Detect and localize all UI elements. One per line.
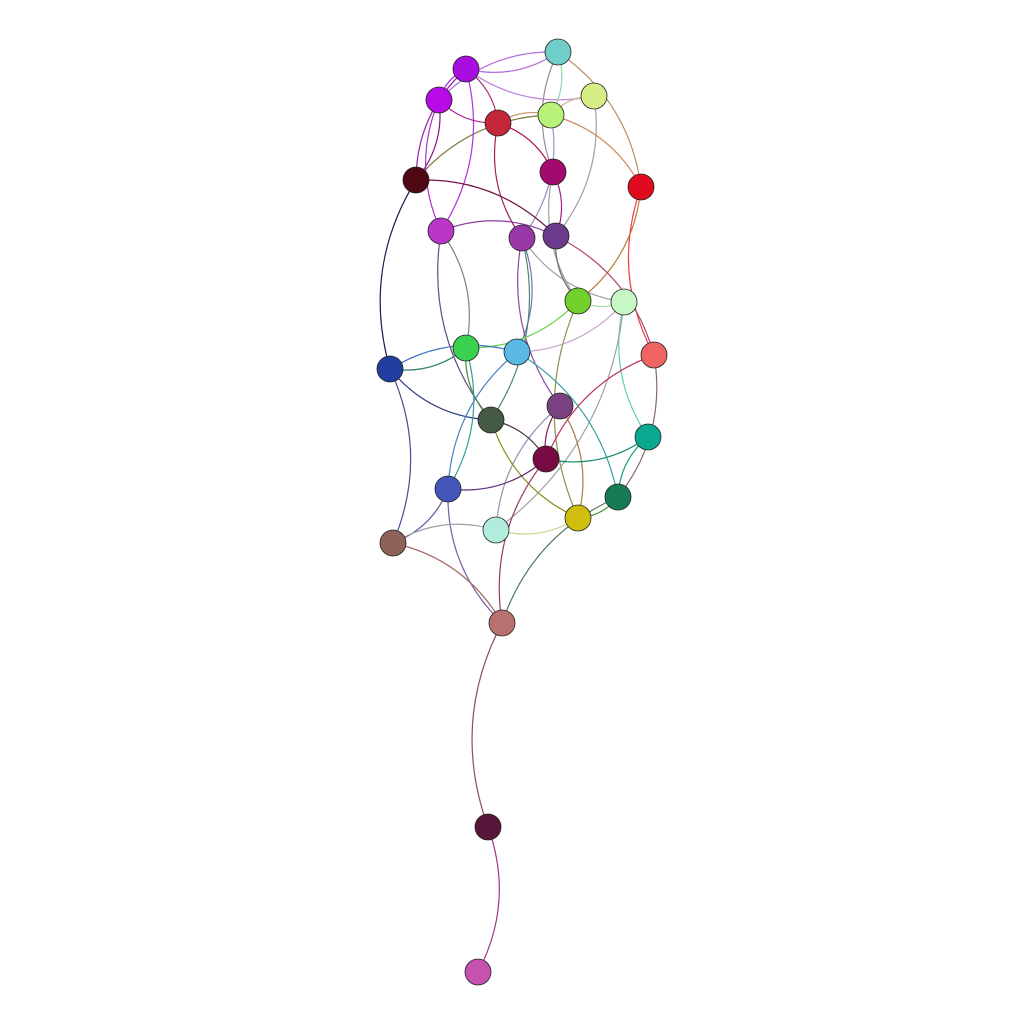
- node-n3[interactable]: [425, 86, 453, 114]
- node-n6[interactable]: [484, 109, 512, 137]
- node-n26[interactable]: [482, 516, 510, 544]
- edge-n19-n26: [495, 405, 561, 531]
- node-n5[interactable]: [537, 101, 565, 129]
- node-n13[interactable]: [564, 287, 592, 315]
- node-n20[interactable]: [477, 406, 505, 434]
- edge-n3-n10: [424, 99, 442, 232]
- node-n29[interactable]: [474, 813, 502, 841]
- node-n12[interactable]: [542, 222, 570, 250]
- node-n14[interactable]: [610, 288, 638, 316]
- edge-n8-n15: [627, 186, 655, 356]
- edge-layer: [379, 51, 658, 973]
- edge-n6-n11: [493, 122, 523, 239]
- edge-n20-n25: [490, 419, 579, 519]
- edge-n15-n22: [545, 354, 655, 460]
- node-n19[interactable]: [546, 392, 574, 420]
- edge-n11-n18: [516, 237, 533, 353]
- edge-n16-n18: [389, 344, 518, 370]
- edge-n14-n18: [516, 301, 625, 353]
- edge-n9-n16: [379, 179, 417, 370]
- edge-n11-n20: [490, 237, 531, 421]
- node-n28[interactable]: [488, 609, 516, 637]
- edge-n2-n10: [440, 68, 475, 232]
- edge-n11-n14: [521, 237, 625, 303]
- node-n1[interactable]: [544, 38, 572, 66]
- node-n25[interactable]: [564, 504, 592, 532]
- edge-n5-n9: [415, 114, 552, 181]
- edge-n18-n23: [447, 351, 518, 490]
- node-n17[interactable]: [452, 334, 480, 362]
- edge-n13-n17: [465, 300, 579, 349]
- edge-n29-n30: [477, 826, 500, 973]
- edge-n24-n28: [501, 496, 619, 624]
- edge-n14-n26: [495, 301, 625, 531]
- edge-n26-n27: [392, 523, 497, 544]
- edge-n2-n4: [465, 68, 595, 101]
- node-n10[interactable]: [427, 217, 455, 245]
- edge-n21-n22: [545, 436, 649, 463]
- edge-n23-n28: [447, 488, 503, 624]
- edge-n14-n21: [618, 301, 649, 438]
- node-n4[interactable]: [580, 82, 608, 110]
- edge-n5-n8: [550, 114, 642, 188]
- edge-n4-n12: [555, 95, 597, 237]
- edge-n18-n24: [516, 351, 619, 498]
- node-n22[interactable]: [532, 445, 560, 473]
- node-n16[interactable]: [376, 355, 404, 383]
- edge-n17-n23: [447, 347, 475, 490]
- node-n18[interactable]: [503, 338, 531, 366]
- node-n8[interactable]: [627, 173, 655, 201]
- edge-n28-n29: [471, 622, 503, 828]
- node-n11[interactable]: [508, 224, 536, 252]
- edge-n22-n28: [498, 458, 547, 624]
- edge-n12-n15: [555, 235, 655, 356]
- edge-n16-n27: [389, 368, 412, 544]
- edge-n3-n1: [438, 51, 559, 101]
- node-n23[interactable]: [434, 475, 462, 503]
- node-n2[interactable]: [452, 55, 480, 83]
- node-layer: [376, 38, 668, 986]
- edge-n9-n12: [415, 179, 557, 237]
- node-n30[interactable]: [464, 958, 492, 986]
- edge-n11-n19: [517, 237, 561, 407]
- edge-n10-n17: [440, 230, 471, 349]
- node-n24[interactable]: [604, 483, 632, 511]
- edge-n22-n23: [447, 458, 547, 491]
- node-n21[interactable]: [634, 423, 662, 451]
- node-n15[interactable]: [640, 341, 668, 369]
- edge-n27-n28: [392, 542, 503, 624]
- edge-n2-n9: [415, 68, 467, 181]
- edge-n8-n13: [577, 186, 642, 302]
- edge-n1-n8: [557, 51, 642, 188]
- node-n27[interactable]: [379, 529, 407, 557]
- edge-n10-n20: [437, 230, 492, 421]
- node-n7[interactable]: [539, 158, 567, 186]
- edge-n10-n12: [440, 220, 557, 237]
- node-n9[interactable]: [402, 166, 430, 194]
